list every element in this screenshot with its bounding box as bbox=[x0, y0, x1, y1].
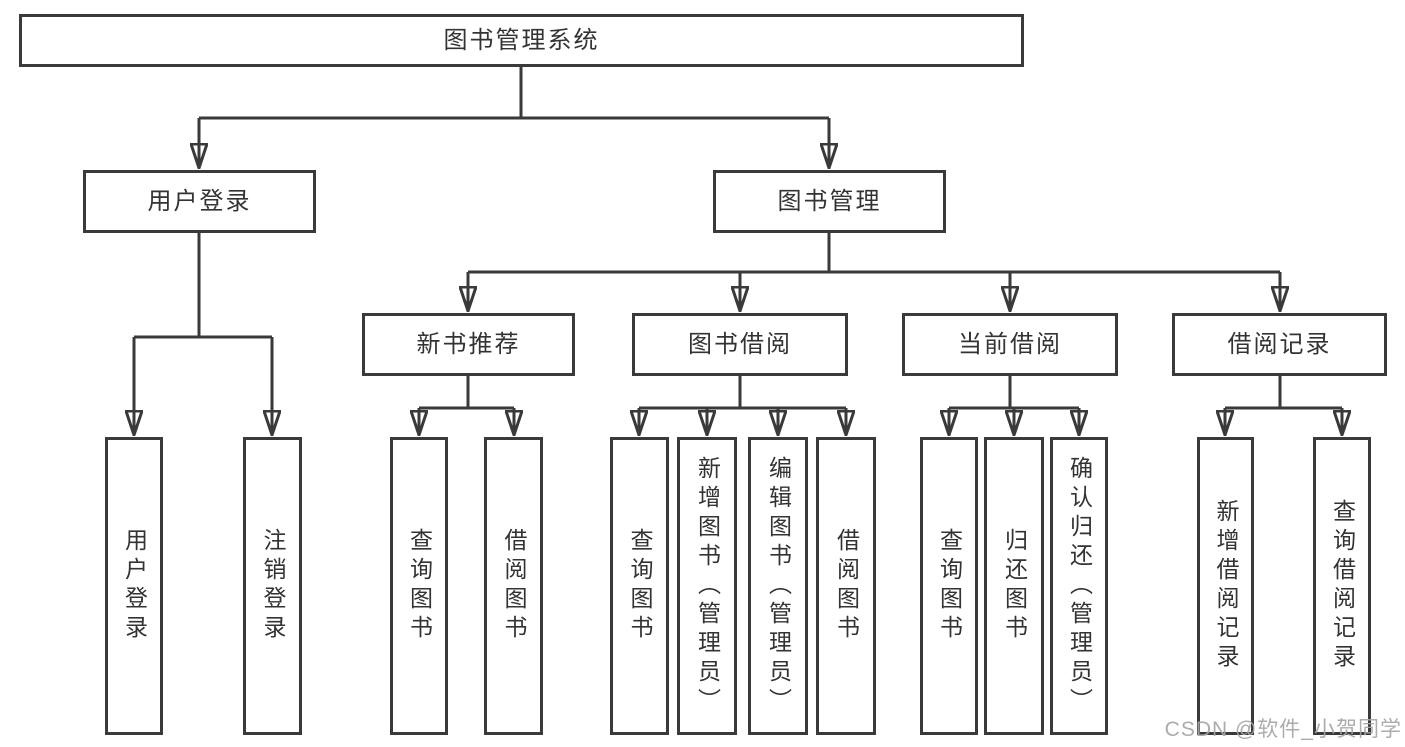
node-book-management: 图书管理 bbox=[713, 170, 946, 233]
node-newbook-borrow-books: 借阅图书 bbox=[484, 437, 543, 735]
node-logout-leaf: 注销登录 bbox=[243, 437, 302, 735]
node-records-add-record: 新增借阅记录 bbox=[1197, 437, 1254, 735]
node-newbook-query-books: 查询图书 bbox=[390, 437, 448, 735]
node-borrowing-records: 借阅记录 bbox=[1172, 313, 1387, 376]
watermark: CSDN @软件_小贺同学 bbox=[1164, 718, 1402, 741]
node-records-query-record: 查询借阅记录 bbox=[1313, 437, 1371, 735]
node-new-book-recommend: 新书推荐 bbox=[362, 313, 575, 376]
node-book-borrowing: 图书借阅 bbox=[632, 313, 848, 376]
node-borrow-borrow-books: 借阅图书 bbox=[816, 437, 876, 735]
node-user-login-leaf: 用户登录 bbox=[105, 437, 163, 735]
node-borrow-query-books: 查询图书 bbox=[610, 437, 669, 735]
node-library-management-system: 图书管理系统 bbox=[19, 14, 1024, 67]
node-current-query-books: 查询图书 bbox=[920, 437, 978, 735]
node-current-return-books: 归还图书 bbox=[984, 437, 1044, 735]
node-borrow-add-books-admin: 新增图书（管理员） bbox=[677, 437, 737, 735]
node-current-borrowing: 当前借阅 bbox=[902, 313, 1118, 376]
node-borrow-edit-books-admin: 编辑图书（管理员） bbox=[748, 437, 808, 735]
node-user-login: 用户登录 bbox=[83, 170, 316, 233]
node-current-confirm-return-admin: 确认归还（管理员） bbox=[1050, 437, 1108, 735]
